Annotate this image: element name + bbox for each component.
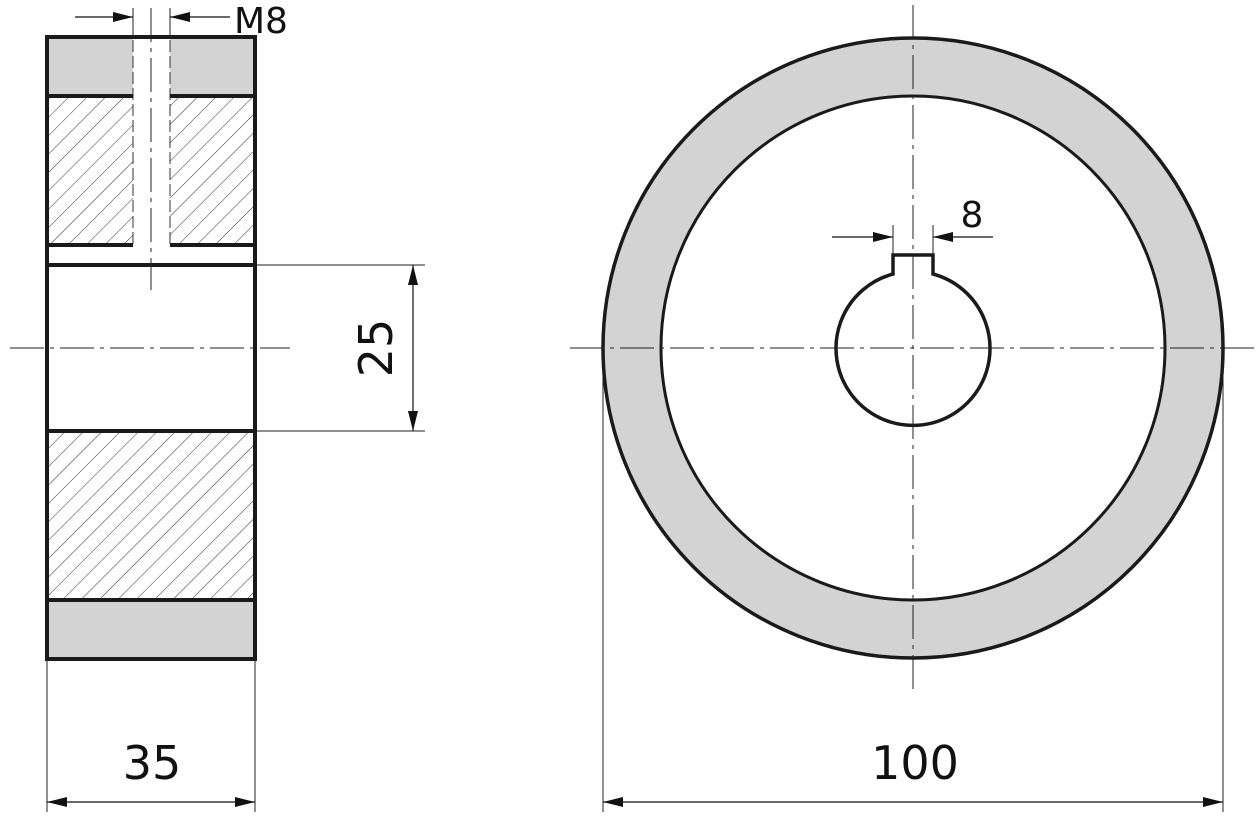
front-view: 8 100 — [570, 5, 1255, 812]
bottom-rim — [47, 600, 255, 659]
bottom-hatch-section — [47, 431, 255, 600]
width-label: 35 — [123, 736, 182, 790]
diameter-dimension: 100 — [602, 360, 1224, 812]
thread-label: M8 — [234, 1, 288, 42]
key-width-dimension: 8 — [832, 195, 993, 255]
diameter-label: 100 — [871, 736, 959, 790]
side-view: M8 25 35 — [10, 1, 425, 812]
thread-dimension: M8 — [75, 1, 288, 42]
width-dimension: 35 — [46, 659, 256, 812]
keyed-bore — [834, 253, 992, 428]
bore-label: 25 — [349, 319, 403, 378]
bore-dimension: 25 — [255, 264, 425, 432]
key-width-label: 8 — [961, 195, 984, 236]
